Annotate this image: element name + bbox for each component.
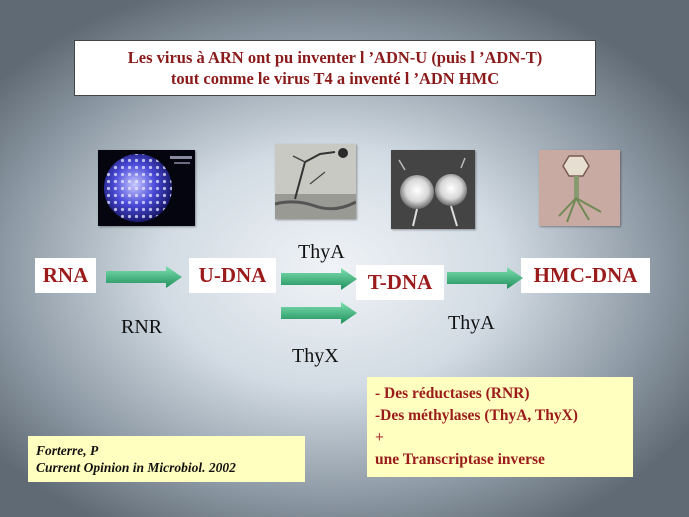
enzymes-note-box: - Des réductases (RNR) -Des méthylases (… xyxy=(367,377,633,477)
enzyme-thya-right-label: ThyA xyxy=(448,312,495,334)
title-line-2: tout comme le virus T4 a inventé l ’ADN … xyxy=(170,69,500,88)
note-line-4: une Transcriptase inverse xyxy=(375,451,545,468)
note-line-2: -Des méthylases (ThyA, ThyX) xyxy=(375,407,578,424)
note-line-3: + xyxy=(375,429,384,446)
arrow-udna-tdna-top xyxy=(281,268,357,290)
arrow-udna-tdna-bottom xyxy=(281,302,357,324)
enzyme-thya-top-label: ThyA xyxy=(298,241,345,263)
arrow-tdna-hmcdna xyxy=(447,267,523,289)
electron-micrograph-image xyxy=(275,144,356,219)
node-udna: U-DNA xyxy=(189,258,276,293)
title-box: Les virus à ARN ont pu inventer l ’ADN-U… xyxy=(74,40,596,96)
reference-journal: Current Opinion in Microbiol. 2002 xyxy=(36,460,236,475)
bacteriophage-image xyxy=(539,150,620,226)
virus-particle-image xyxy=(98,150,195,226)
reference-author: Forterre, P xyxy=(36,443,99,458)
reference-box: Forterre, P Current Opinion in Microbiol… xyxy=(28,436,305,482)
node-rna: RNA xyxy=(35,258,96,293)
enzyme-thyx-label: ThyX xyxy=(292,345,339,367)
node-tdna: T-DNA xyxy=(356,265,444,300)
capsids-micrograph-image xyxy=(391,150,475,229)
node-hmcdna: HMC-DNA xyxy=(521,258,650,293)
title-line-1: Les virus à ARN ont pu inventer l ’ADN-U… xyxy=(127,48,543,67)
note-line-1: - Des réductases (RNR) xyxy=(375,385,530,402)
enzyme-rnr-label: RNR xyxy=(121,316,163,338)
arrow-rna-udna xyxy=(106,266,182,288)
